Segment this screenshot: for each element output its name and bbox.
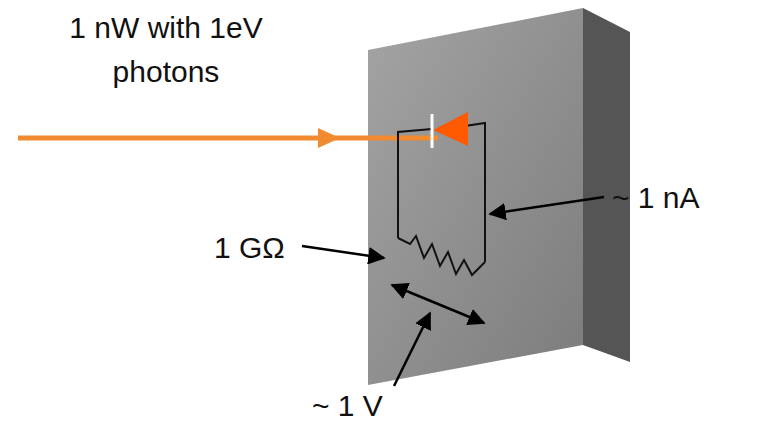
wire [398,129,432,238]
resistor-symbol [398,236,485,275]
slab-front [368,8,583,385]
beam-label: 1 nW with 1eV photons [16,6,316,93]
photodiode-symbol [433,112,468,146]
leader-line [394,313,430,386]
resistance-label: 1 GΩ [214,226,304,270]
leader-line [302,246,384,258]
photodiode-bar [431,114,434,148]
light-beam [18,136,438,141]
voltage-label: ~ 1 V [312,384,402,428]
leader-line [490,197,604,214]
voltage-arrow [392,285,484,323]
beam-arrowhead [318,128,340,148]
current-label: ~ 1 nA [612,176,757,220]
